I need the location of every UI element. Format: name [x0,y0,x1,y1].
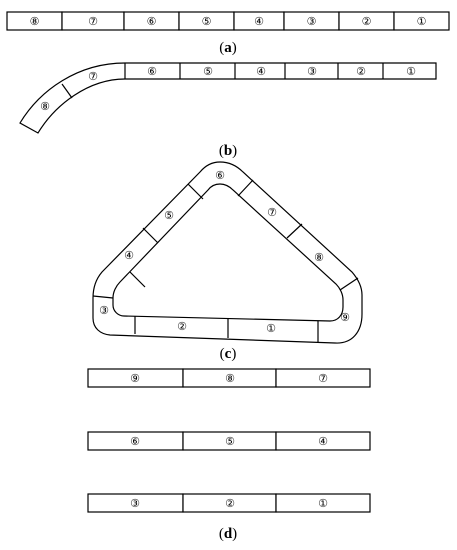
segment-label: ② [356,66,366,78]
segment-label: ① [406,66,416,78]
segment-label: ④ [318,436,328,448]
segment-label: ① [417,16,427,28]
segment-label: ⑤ [203,66,213,78]
segment-label: ⑨ [130,373,140,385]
segment-label: ① [266,323,276,335]
panel-b-caption: (b) [219,143,237,159]
panel-a-segment-2: ② [338,11,395,31]
segment-label: ⑧ [314,252,324,264]
panel-b: ① ② ③ ④ ⑤ ⑥ ⑦ ⑧ (b) [19,62,437,159]
segment-label: ⑧ [225,373,235,385]
segment-label: ⑥ [147,16,157,28]
segment-label: ② [177,321,187,333]
segment-label: ③ [99,305,109,317]
segment-label: ⑤ [164,210,174,222]
panel-d-row-2: ⑥ ⑤ ④ [87,431,371,451]
segment-label: ⑧ [40,101,50,113]
panel-d-caption: (d) [219,526,237,542]
panel-a-segment-1: ① [393,11,450,31]
segment-label: ④ [254,16,264,28]
panel-a: ⑧ ⑦ ⑥ ⑤ ④ ③ ② ① (a) [6,11,450,56]
segment-label: ② [362,16,372,28]
segment-label: ⑤ [202,16,212,28]
panel-a-segment-4: ④ [233,11,285,31]
segment-label: ⑥ [215,170,225,182]
panel-b-strip-outline [19,62,437,134]
segment-label: ④ [124,250,134,262]
panel-d: ⑨ ⑧ ⑦ ⑥ ⑤ ④ ③ ② ① (d) [87,368,371,542]
segment-label: ⑥ [130,436,140,448]
segment-label: ⑦ [267,207,277,219]
panel-d-row-1: ⑨ ⑧ ⑦ [87,368,371,388]
segment-label: ① [318,498,328,510]
segment-label: ⑦ [318,373,328,385]
segment-label: ③ [307,66,317,78]
panel-b-segment-labels: ① ② ③ ④ ⑤ ⑥ ⑦ ⑧ [40,66,416,113]
panel-a-segment-6: ⑥ [123,11,180,31]
segment-label: ⑧ [30,16,40,28]
panel-c-segment-labels: ① ② ③ ④ ⑤ ⑥ ⑦ ⑧ ⑨ [99,170,350,335]
segment-label: ⑨ [340,312,350,324]
panel-c: ① ② ③ ④ ⑤ ⑥ ⑦ ⑧ ⑨ (c) [92,161,363,362]
panel-c-loop-outline [92,161,363,344]
segment-label: ⑥ [147,66,157,78]
panel-a-caption: (a) [219,40,237,56]
segment-label: ③ [130,498,140,510]
panel-a-segment-3: ③ [283,11,340,31]
segment-label: ⑦ [88,71,98,83]
segment-label: ③ [307,16,317,28]
segment-label: ⑦ [88,16,98,28]
panel-a-segment-8: ⑧ [6,11,63,31]
panel-d-row-3: ③ ② ① [87,493,371,513]
segment-label: ⑤ [225,436,235,448]
panel-a-segment-7: ⑦ [61,11,125,31]
panel-c-caption: (c) [220,346,237,362]
segment-label: ④ [256,66,266,78]
segment-label: ② [225,498,235,510]
panel-a-segment-5: ⑤ [178,11,235,31]
